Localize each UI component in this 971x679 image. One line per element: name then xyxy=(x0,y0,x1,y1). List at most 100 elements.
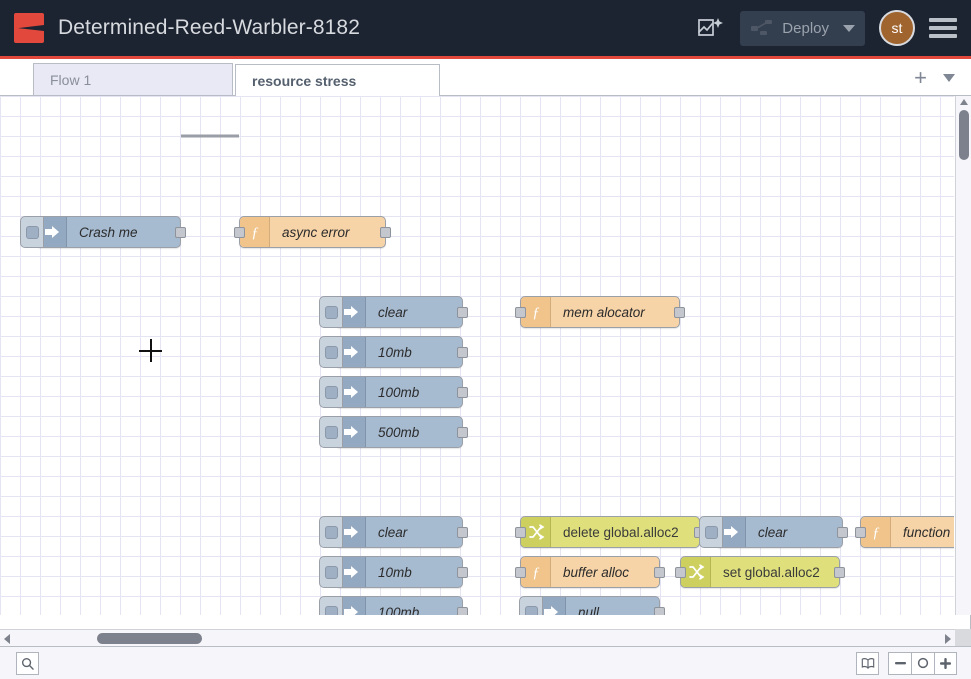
scroll-up-arrow-icon[interactable] xyxy=(960,99,968,105)
node-mem-alocator[interactable]: ƒ mem alocator xyxy=(520,296,680,328)
inject-trigger-button[interactable] xyxy=(699,516,723,548)
inject-trigger-button[interactable] xyxy=(319,516,343,548)
tab-label: resource stress xyxy=(252,73,356,89)
canvas-cursor-crosshair xyxy=(150,350,151,351)
plus-icon[interactable] xyxy=(934,652,957,675)
inject-trigger-button[interactable] xyxy=(519,596,543,615)
node-red-logo xyxy=(14,13,44,43)
node-output-port[interactable] xyxy=(175,227,186,238)
tab-bar-actions: + xyxy=(914,67,971,95)
vertical-scrollbar[interactable] xyxy=(955,96,971,615)
node-inject-100mb-1[interactable]: 100mb xyxy=(335,376,463,408)
inject-trigger-button[interactable] xyxy=(319,556,343,588)
node-buffer-alloc[interactable]: ƒ buffer alloc xyxy=(520,556,660,588)
hamburger-menu-icon[interactable] xyxy=(929,18,957,38)
inject-trigger-button[interactable] xyxy=(20,216,44,248)
chevron-down-icon[interactable] xyxy=(943,74,955,82)
node-input-port[interactable] xyxy=(855,527,866,538)
inject-trigger-button[interactable] xyxy=(319,376,343,408)
scroll-right-arrow-icon[interactable] xyxy=(945,634,951,644)
avatar[interactable]: st xyxy=(879,10,915,46)
node-label: clear xyxy=(366,525,419,540)
node-label: 100mb xyxy=(366,385,431,400)
node-label: 500mb xyxy=(366,425,431,440)
node-label: mem alocator xyxy=(551,305,657,320)
inject-trigger-button[interactable] xyxy=(319,416,343,448)
node-delete-global-alloc2[interactable]: delete global.alloc2 xyxy=(520,516,700,548)
node-label: delete global.alloc2 xyxy=(551,525,691,540)
node-output-port[interactable] xyxy=(457,427,468,438)
node-label: buffer alloc xyxy=(551,565,641,580)
chevron-down-icon[interactable] xyxy=(843,25,855,32)
node-label: 100mb xyxy=(366,605,431,616)
node-output-port[interactable] xyxy=(457,307,468,318)
node-function-node[interactable]: ƒfunction xyxy=(860,516,954,548)
node-label: clear xyxy=(366,305,419,320)
plus-icon[interactable]: + xyxy=(914,67,927,89)
tab-flow-1[interactable]: Flow 1 xyxy=(33,63,233,95)
search-icon[interactable] xyxy=(16,652,39,675)
app-header: Determined-Reed-Warbler-8182 Deploy st xyxy=(0,0,971,59)
circle-icon[interactable] xyxy=(911,652,934,675)
node-output-port[interactable] xyxy=(457,387,468,398)
node-output-port[interactable] xyxy=(837,527,848,538)
node-label: Crash me xyxy=(67,225,150,240)
node-output-port[interactable] xyxy=(654,567,665,578)
node-label: clear xyxy=(746,525,799,540)
zoom-controls xyxy=(856,652,957,675)
svg-text:ƒ: ƒ xyxy=(532,565,540,581)
minus-icon[interactable] xyxy=(888,652,911,675)
scrollbar-corner xyxy=(955,629,971,646)
node-label: async error xyxy=(270,225,362,240)
navigator-book-icon[interactable] xyxy=(856,652,879,675)
scroll-left-arrow-icon[interactable] xyxy=(4,634,10,644)
inject-trigger-button[interactable] xyxy=(319,296,343,328)
status-bar xyxy=(0,646,971,679)
deploy-label: Deploy xyxy=(782,20,829,37)
node-input-port[interactable] xyxy=(515,307,526,318)
node-async-error[interactable]: ƒ async error xyxy=(239,216,386,248)
node-output-port[interactable] xyxy=(457,347,468,358)
horizontal-scrollbar-thumb[interactable] xyxy=(97,633,202,644)
node-input-port[interactable] xyxy=(515,567,526,578)
vertical-scrollbar-thumb[interactable] xyxy=(959,110,969,160)
ai-flow-icon[interactable] xyxy=(694,12,726,44)
node-output-port[interactable] xyxy=(674,307,685,318)
node-output-port[interactable] xyxy=(654,607,665,615)
deploy-button[interactable]: Deploy xyxy=(740,11,865,46)
node-input-port[interactable] xyxy=(675,567,686,578)
flow-canvas-container: Crash me ƒ async error clear 10mb 100mb 500mb ƒ… xyxy=(0,96,971,631)
node-output-port[interactable] xyxy=(380,227,391,238)
node-inject-clear-1[interactable]: clear xyxy=(335,296,463,328)
node-output-port[interactable] xyxy=(457,607,468,615)
flow-canvas[interactable]: Crash me ƒ async error clear 10mb 100mb 500mb ƒ… xyxy=(0,96,954,615)
node-output-port[interactable] xyxy=(457,567,468,578)
svg-text:ƒ: ƒ xyxy=(872,525,880,541)
node-inject-null[interactable]: null xyxy=(535,596,660,615)
node-set-global-alloc2[interactable]: set global.alloc2 xyxy=(680,556,840,588)
node-inject-clear-3[interactable]: clear xyxy=(715,516,843,548)
node-inject-10mb-2[interactable]: 10mb xyxy=(335,556,463,588)
horizontal-scrollbar[interactable] xyxy=(0,629,955,646)
header-actions: Deploy st xyxy=(694,10,957,46)
node-label: 10mb xyxy=(366,565,424,580)
node-label: null xyxy=(566,605,611,616)
svg-text:ƒ: ƒ xyxy=(532,305,540,321)
tab-resource-stress[interactable]: resource stress xyxy=(235,64,440,96)
node-input-port[interactable] xyxy=(234,227,245,238)
node-inject-100mb-2[interactable]: 100mb xyxy=(335,596,463,615)
page-title: Determined-Reed-Warbler-8182 xyxy=(58,16,360,40)
node-input-port[interactable] xyxy=(515,527,526,538)
node-output-port[interactable] xyxy=(834,567,845,578)
inject-trigger-button[interactable] xyxy=(319,596,343,615)
flow-tab-bar: Flow 1 resource stress + xyxy=(0,62,971,96)
inject-trigger-button[interactable] xyxy=(319,336,343,368)
node-output-port[interactable] xyxy=(457,527,468,538)
node-label: set global.alloc2 xyxy=(711,565,832,580)
node-inject-500mb-1[interactable]: 500mb xyxy=(335,416,463,448)
svg-text:ƒ: ƒ xyxy=(251,225,259,241)
node-crash-me[interactable]: Crash me xyxy=(36,216,181,248)
node-inject-clear-2[interactable]: clear xyxy=(335,516,463,548)
node-label: 10mb xyxy=(366,345,424,360)
node-inject-10mb-1[interactable]: 10mb xyxy=(335,336,463,368)
